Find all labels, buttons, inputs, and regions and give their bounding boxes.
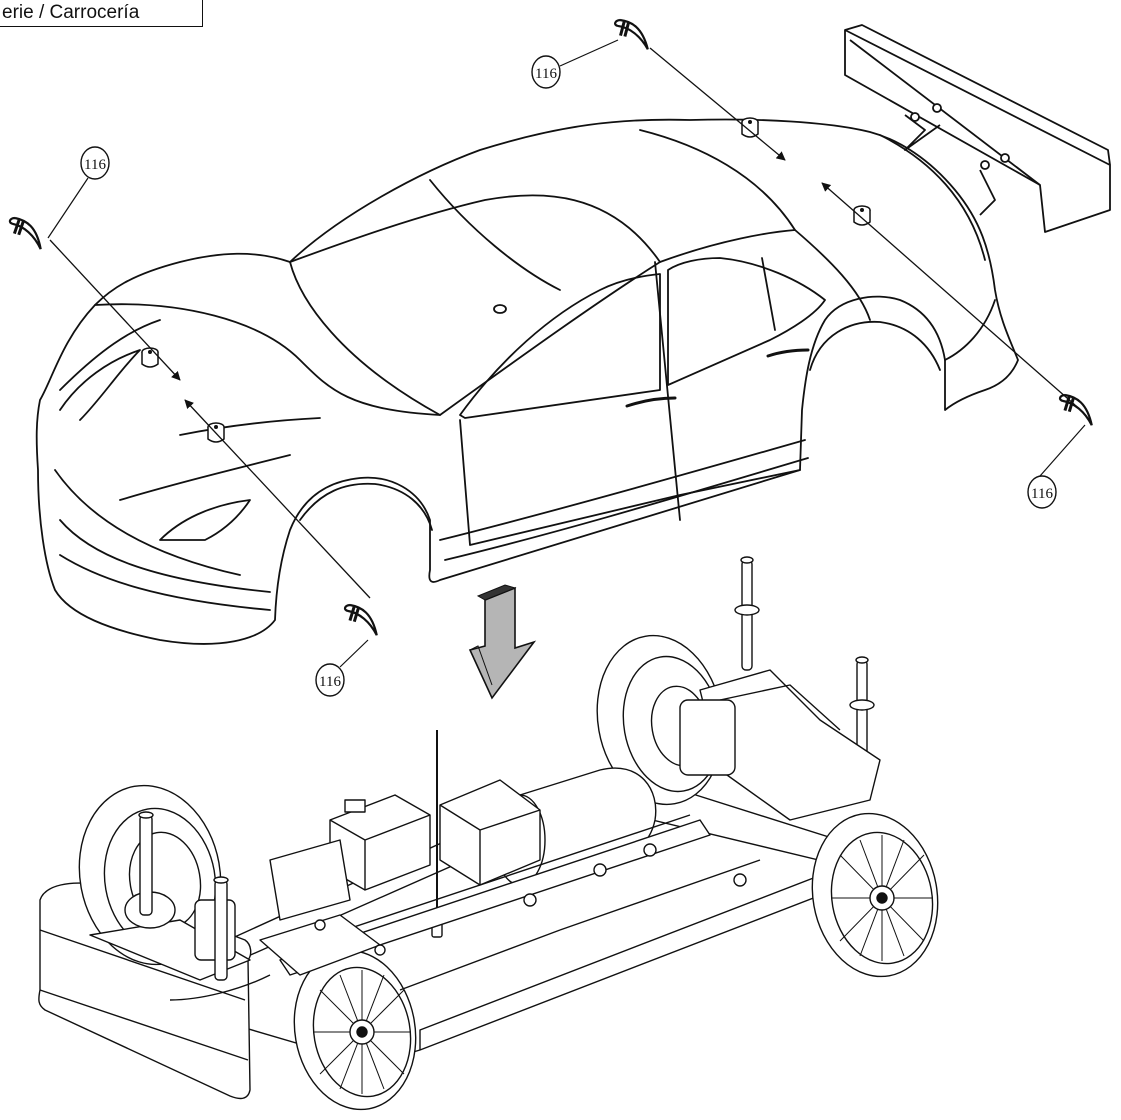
body-outline (35, 118, 1019, 645)
rear-wing (844, 24, 1111, 233)
part-number-label: 116 (535, 66, 557, 82)
part-number-label: 116 (84, 157, 106, 173)
rear-body-posts (734, 556, 875, 781)
body-clip-icon (1054, 388, 1101, 432)
callout-front-bottom: 116 (315, 639, 369, 697)
side-window (459, 273, 661, 419)
headlight (159, 499, 251, 541)
body-clip-icon (3, 211, 50, 256)
part-number-label: 116 (319, 674, 341, 690)
section-title: erie / Carrocería (0, 0, 203, 27)
body-clip-icon (339, 598, 386, 642)
body-post-icon (741, 117, 759, 138)
assembly-leaders (49, 47, 1076, 599)
body-post-icon (141, 347, 159, 368)
wheel-rear-right (811, 812, 939, 978)
side-window-rear (667, 257, 826, 386)
callout-front-left: 116 (47, 146, 110, 239)
car-body-shell (35, 118, 1019, 645)
body-clip-icon (609, 13, 656, 56)
roof-line (289, 229, 796, 416)
body-posts (141, 117, 871, 443)
part-number-label: 116 (1031, 486, 1053, 502)
callout-rear-top: 116 (531, 39, 619, 89)
wheel-front-right (293, 949, 417, 1111)
part-callouts: 116 116 116 116 (47, 39, 1086, 697)
down-arrow-icon (468, 584, 537, 700)
front-body-posts (138, 811, 229, 981)
chassis-assembly (38, 556, 939, 1111)
callout-rear-right: 116 (1027, 424, 1086, 509)
